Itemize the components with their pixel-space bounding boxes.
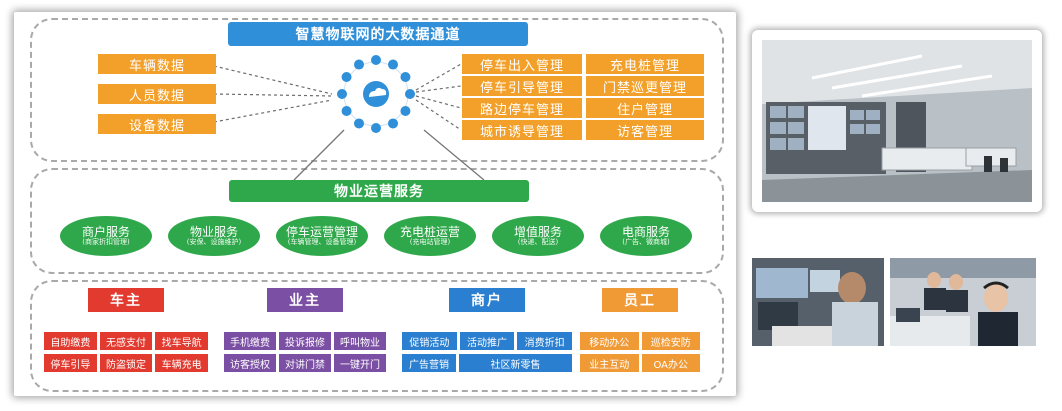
management-box: 门禁巡更管理 <box>586 76 704 96</box>
hub-node-icon <box>388 118 398 128</box>
feature-chip: 车辆充电 <box>155 354 208 372</box>
feature-chip: 一键开门 <box>334 354 386 372</box>
service-oval: 商户服务(商家折扣管理) <box>60 216 152 256</box>
group-title: 商户 <box>449 288 525 312</box>
hub-node-icon <box>342 72 352 82</box>
diagram-panel: 智慧物联网的大数据通道 车辆数据 人员数据 设备数据 停车出入管理充电桩管理停车… <box>14 12 736 396</box>
feature-chip: 消费折扣 <box>517 332 572 350</box>
feature-chip: 手机缴费 <box>224 332 276 350</box>
feature-chip: 访客授权 <box>224 354 276 372</box>
hub-node-icon <box>388 60 398 70</box>
feature-chip: 巡检安防 <box>642 332 701 350</box>
feature-chip: 投诉报修 <box>279 332 331 350</box>
service-oval: 充电桩运营(充电站管理) <box>384 216 476 256</box>
feature-chip: 社区新零售 <box>459 354 572 372</box>
control-room-photo <box>752 30 1042 212</box>
service-name: 增值服务 <box>514 226 562 239</box>
call-center-photo <box>890 258 1036 346</box>
feature-chip: 促销活动 <box>402 332 457 350</box>
hub-node-icon <box>342 106 352 116</box>
feature-chip: 对讲门禁 <box>279 354 331 372</box>
service-sub: (充电站管理) <box>410 239 450 247</box>
service-name: 充电桩运营 <box>400 226 460 239</box>
group-title: 员工 <box>602 288 678 312</box>
group-title: 业主 <box>267 288 343 312</box>
management-box: 路边停车管理 <box>462 98 582 118</box>
service-oval: 停车运营管理(车辆管理、设备管理) <box>276 216 368 256</box>
hub-node-icon <box>405 89 415 99</box>
service-name: 商户服务 <box>82 226 130 239</box>
hub-node-icon <box>371 123 381 133</box>
service-sub: (车辆管理、设备管理) <box>288 239 356 247</box>
feature-chip: 移动办公 <box>580 332 639 350</box>
hub-node-icon <box>400 72 410 82</box>
hub-node-icon <box>400 106 410 116</box>
service-oval: 增值服务(快递、配送) <box>492 216 584 256</box>
feature-chip: 无感支付 <box>100 332 153 350</box>
feature-chip: 业主互动 <box>580 354 639 372</box>
feature-chip: 自助缴费 <box>44 332 97 350</box>
feature-chip: 活动推广 <box>460 332 515 350</box>
service-oval: 物业服务(安保、设施维护) <box>168 216 260 256</box>
service-sub: (商家折扣管理) <box>82 239 129 247</box>
management-box: 充电桩管理 <box>586 54 704 74</box>
management-box: 停车出入管理 <box>462 54 582 74</box>
hub-node-icon <box>337 89 347 99</box>
service-sub: (安保、设施维护) <box>187 239 241 247</box>
service-sub: (快递、配送) <box>518 239 558 247</box>
hub-node-icon <box>371 55 381 65</box>
management-box: 住户管理 <box>586 98 704 118</box>
service-name: 电商服务 <box>622 226 670 239</box>
service-name: 停车运营管理 <box>286 226 358 239</box>
management-box: 城市诱导管理 <box>462 120 582 140</box>
service-name: 物业服务 <box>190 226 238 239</box>
feature-chip: OA办公 <box>642 354 701 372</box>
feature-chip: 找车导航 <box>155 332 208 350</box>
feature-chip: 防盗锁定 <box>100 354 153 372</box>
operation-service-title: 物业运营服务 <box>229 180 529 202</box>
management-box: 停车引导管理 <box>462 76 582 96</box>
management-box: 访客管理 <box>586 120 704 140</box>
service-sub: (广告、微商城) <box>622 239 669 247</box>
service-oval: 电商服务(广告、微商城) <box>600 216 692 256</box>
hub-node-icon <box>354 60 364 70</box>
feature-chip: 广告营销 <box>402 354 456 372</box>
feature-chip: 停车引导 <box>44 354 97 372</box>
operator-photo <box>752 258 884 346</box>
operation-service-title-text: 物业运营服务 <box>334 181 424 201</box>
hub-node-icon <box>354 118 364 128</box>
feature-chip: 呼叫物业 <box>334 332 386 350</box>
group-title: 车主 <box>88 288 164 312</box>
